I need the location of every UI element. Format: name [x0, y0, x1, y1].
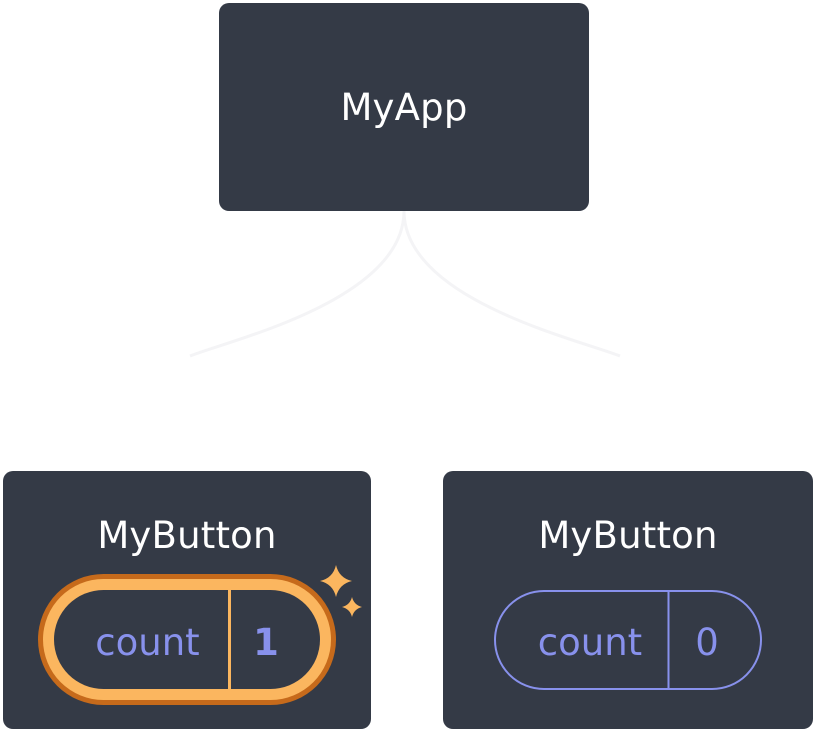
mybutton-node-2: [443, 471, 813, 729]
myapp-title: MyApp: [340, 85, 468, 129]
mybutton-title-2: MyButton: [538, 514, 718, 557]
myapp-node: MyApp: [219, 3, 589, 211]
state-value-2: 0: [695, 621, 719, 664]
edge-left: [189, 210, 406, 358]
state-value-1: 1: [253, 621, 279, 664]
mybutton-node-1: [3, 471, 371, 729]
edge-right: [402, 210, 621, 358]
mybutton-title-1: MyButton: [97, 514, 277, 557]
state-label-2: count: [537, 621, 643, 664]
state-label-1: count: [95, 621, 200, 664]
